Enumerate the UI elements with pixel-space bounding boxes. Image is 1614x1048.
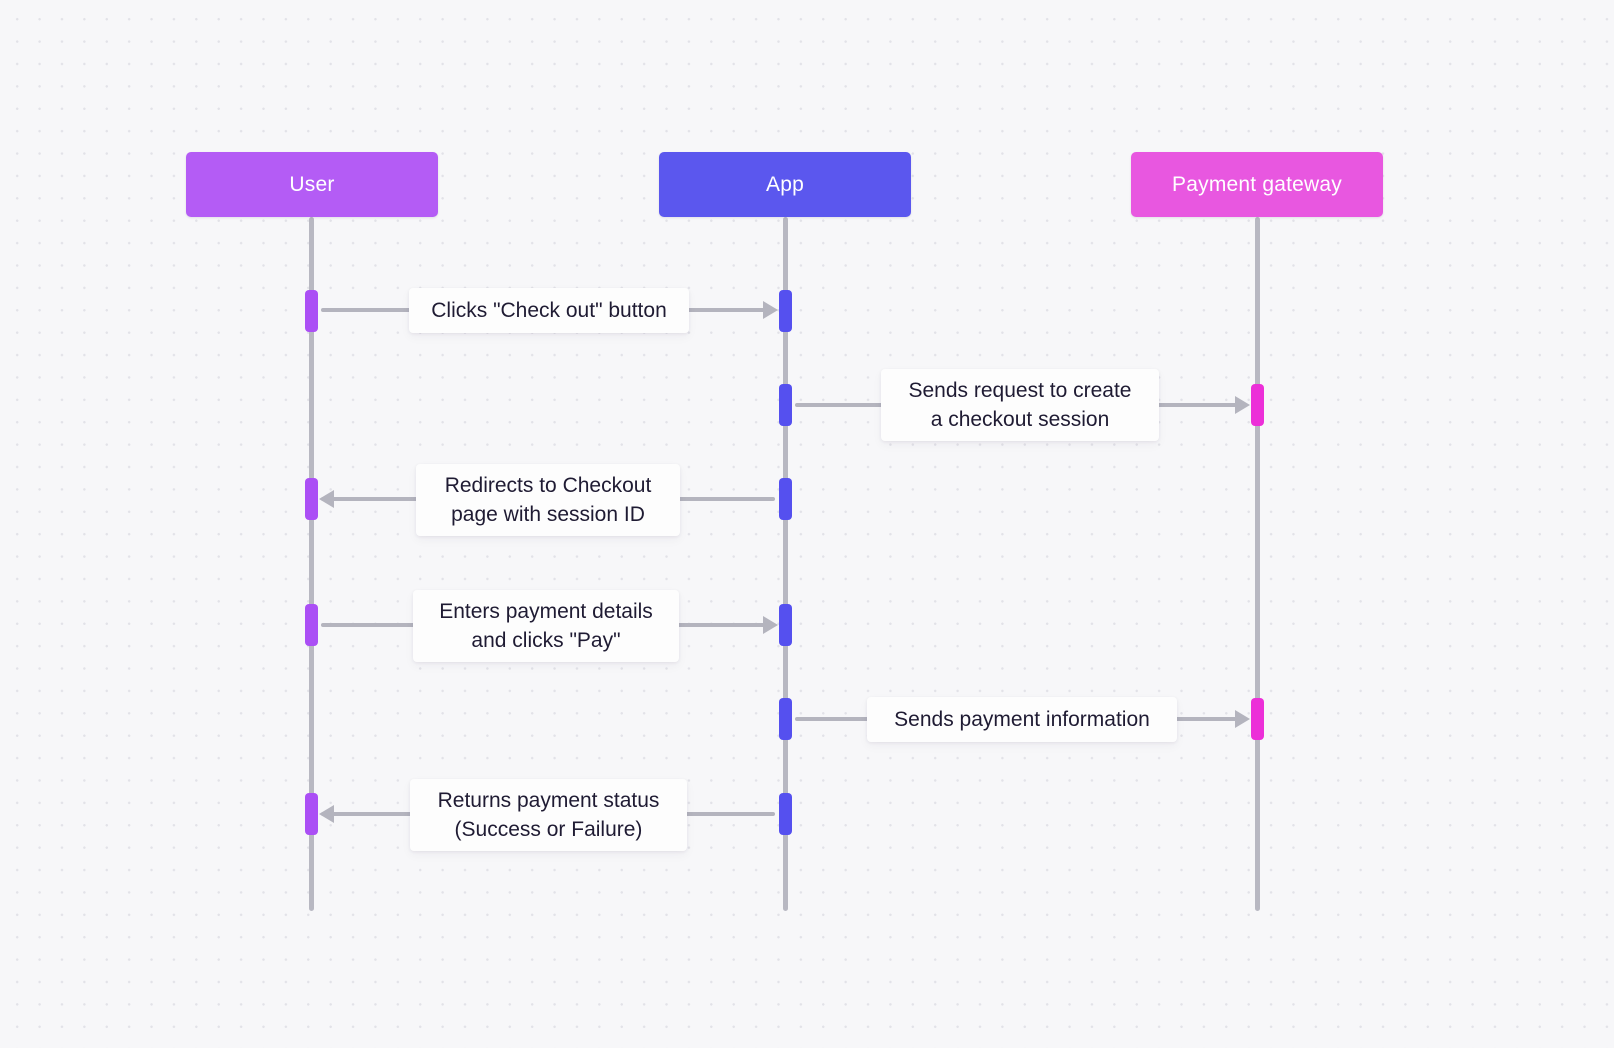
activation-bar-app[interactable] — [778, 384, 792, 426]
lifeline-payment-gateway — [1254, 217, 1260, 911]
arrow-head-m3 — [319, 490, 334, 508]
activation-bar-app[interactable] — [778, 604, 792, 646]
message-text-line: Clicks "Check out" button — [431, 299, 667, 322]
message-text-line: and clicks "Pay" — [471, 629, 621, 652]
actor-header-payment-gateway[interactable]: Payment gateway — [1131, 152, 1383, 217]
message-label-m5[interactable]: Sends payment information — [867, 697, 1177, 742]
activation-bar-app[interactable] — [778, 290, 792, 332]
arrow-head-m6 — [319, 805, 334, 823]
activation-bar-payment-gateway[interactable] — [1250, 698, 1264, 740]
arrow-head-m4 — [763, 616, 778, 634]
actor-label-payment-gateway: Payment gateway — [1172, 173, 1342, 196]
message-text-line: (Success or Failure) — [454, 818, 643, 841]
activation-bar-app[interactable] — [778, 698, 792, 740]
actor-header-app[interactable]: App — [659, 152, 911, 217]
message-label-m3[interactable]: Redirects to Checkout page with session I… — [416, 464, 680, 536]
activation-bar-app[interactable] — [778, 793, 792, 835]
actor-label-user: User — [289, 173, 335, 196]
message-label-m1[interactable]: Clicks "Check out" button — [409, 288, 689, 333]
message-label-m2[interactable]: Sends request to create a checkout sessio… — [881, 369, 1159, 441]
activation-bar-app[interactable] — [778, 478, 792, 520]
activation-bar-user[interactable] — [304, 478, 318, 520]
activation-bar-user[interactable] — [304, 290, 318, 332]
activation-bar-payment-gateway[interactable] — [1250, 384, 1264, 426]
lifeline-user — [308, 217, 314, 911]
arrow-head-m1 — [763, 301, 778, 319]
arrow-head-m5 — [1235, 710, 1250, 728]
message-text-line: Enters payment details — [439, 600, 653, 623]
message-label-m6[interactable]: Returns payment status (Success or Failur… — [410, 779, 687, 851]
message-text-line: Returns payment status — [437, 789, 660, 812]
message-text-line: Sends payment information — [894, 708, 1150, 731]
activation-bar-user[interactable] — [304, 793, 318, 835]
message-text-line: Redirects to Checkout — [444, 474, 652, 497]
lifeline-app — [782, 217, 788, 911]
message-label-m4[interactable]: Enters payment details and clicks "Pay" — [413, 590, 679, 662]
arrow-head-m2 — [1235, 396, 1250, 414]
message-text-line: a checkout session — [930, 408, 1110, 431]
actor-header-user[interactable]: User — [186, 152, 438, 217]
message-text-line: page with session ID — [451, 503, 645, 526]
activation-bar-user[interactable] — [304, 604, 318, 646]
actor-label-app: App — [766, 173, 804, 196]
message-text-line: Sends request to create — [908, 379, 1132, 402]
